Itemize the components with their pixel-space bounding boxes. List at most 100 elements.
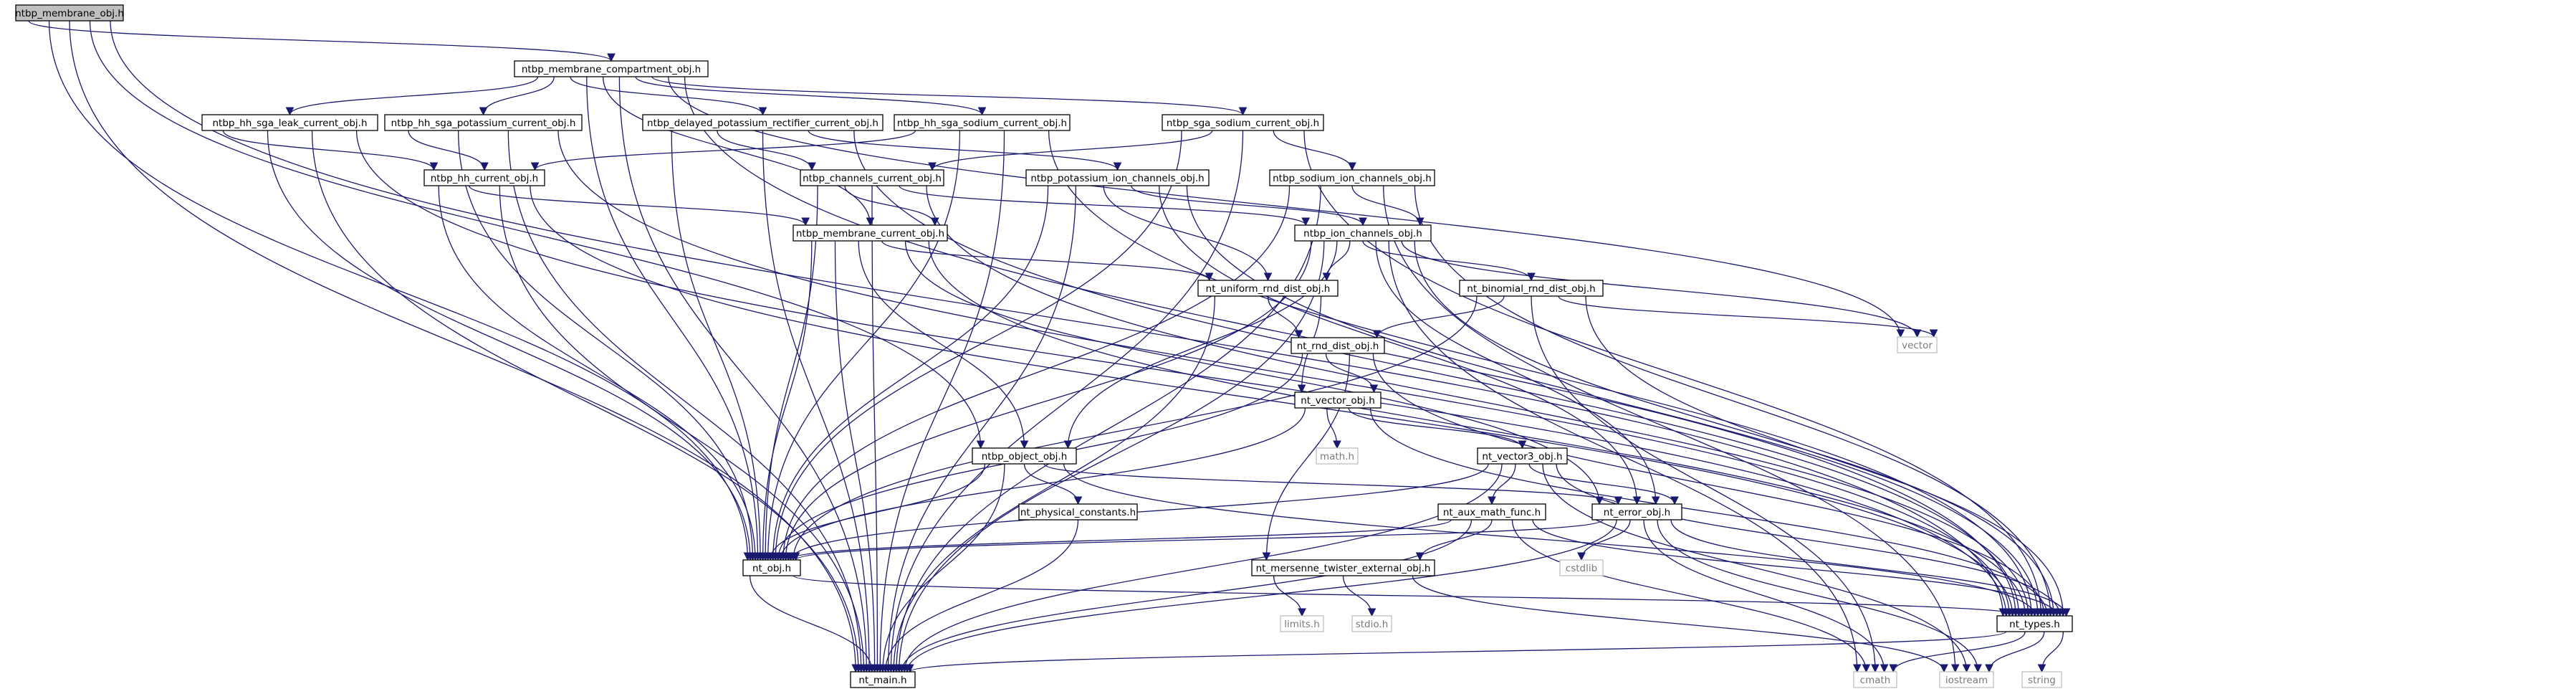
edge-ntbp-object-obj-to-nt-types	[1063, 463, 2039, 617]
edge-nt-obj-to-nt-types	[793, 575, 2026, 617]
node-label: nt_rnd_dist_obj.h	[1297, 341, 1379, 352]
edge-ntbp-membrane-compartment-obj-to-ntbp-delayed-potassium-rectifier-current-obj	[570, 76, 767, 116]
node-box	[2021, 671, 2062, 688]
node-nt-aux-math-func[interactable]: nt_aux_math_func.h	[1437, 503, 1546, 520]
edge-ntbp-potassium-ion-channels-obj-to-nt-types	[1186, 185, 2042, 617]
edge-nt-binomial-rnd-dist-obj-to-nt-obj	[789, 295, 1478, 561]
edge-ntbp-membrane-compartment-obj-to-ntbp-sga-sodium-current-obj	[651, 76, 1248, 116]
edge-ntbp-hh-sga-potassium-current-obj-to-nt-types	[557, 130, 2014, 617]
node-nt-mersenne-twister-external-obj[interactable]: nt_mersenne_twister_external_obj.h	[1251, 559, 1435, 576]
node-box	[15, 4, 124, 22]
node-label: nt_mersenne_twister_external_obj.h	[1256, 563, 1431, 574]
edge-nt-vector3-obj-to-nt-aux-math-func	[1488, 463, 1516, 505]
node-ntbp-potassium-ion-channels-obj[interactable]: ntbp_potassium_ion_channels_obj.h	[1025, 169, 1210, 186]
node-label: limits.h	[1284, 619, 1320, 630]
node-label: stdio.h	[1356, 619, 1389, 630]
node-ntbp-membrane-current-obj[interactable]: ntbp_membrane_current_obj.h	[793, 224, 948, 242]
node-label: ntbp_object_obj.h	[982, 451, 1068, 462]
node-ntbp-object-obj[interactable]: ntbp_object_obj.h	[972, 447, 1077, 465]
edge-ntbp-ion-channels-obj-to-nt-types	[1414, 240, 2058, 617]
edge-nt-error-obj-to-nt-main	[903, 519, 1617, 673]
node-box	[1459, 280, 1604, 297]
edge-nt-error-obj-to-cmath	[1643, 519, 1889, 673]
edge-ntbp-hh-sga-leak-current-obj-to-nt-obj	[267, 130, 755, 561]
node-ntbp-membrane-compartment-obj[interactable]: ntbp_membrane_compartment_obj.h	[514, 60, 709, 77]
edge-ntbp-object-obj-to-nt-physical-constants	[1023, 463, 1083, 505]
edge-ntbp-hh-sga-sodium-current-obj-to-nt-main	[876, 130, 1005, 673]
edge-ntbp-sga-sodium-current-obj-to-nt-main	[886, 130, 1244, 673]
edge-ntbp-hh-sga-sodium-current-obj-to-nt-types	[1048, 130, 2036, 617]
edge-ntbp-delayed-potassium-rectifier-current-obj-to-ntbp-channels-current-obj	[717, 130, 816, 171]
node-ntbp-membrane-obj[interactable]: ntbp_membrane_obj.h	[15, 4, 124, 22]
edge-ntbp-ion-channels-obj-to-cmath	[1388, 240, 1862, 673]
edge-ntbp-membrane-current-obj-to-nt-types	[928, 240, 2030, 617]
node-ntbp-hh-current-obj[interactable]: ntbp_hh_current_obj.h	[423, 169, 545, 186]
edge-nt-aux-math-func-to-cmath	[1511, 519, 1871, 673]
edge-ntbp-membrane-current-obj-to-nt-uniform-rnd-dist-obj	[881, 240, 1214, 282]
edge-nt-types-to-cmath	[1889, 631, 2026, 673]
node-nt-uniform-rnd-dist-obj[interactable]: nt_uniform_rnd_dist_obj.h	[1197, 280, 1339, 297]
edge-nt-mersenne-twister-external-obj-to-iostream	[1412, 575, 1948, 673]
edge-nt-vector3-obj-to-nt-obj	[786, 463, 1489, 561]
edge-ntbp-channels-current-obj-to-nt-obj	[761, 185, 818, 561]
edge-ntbp-sodium-ion-channels-obj-to-nt-main	[892, 185, 1321, 673]
node-ntbp-channels-current-obj[interactable]: ntbp_channels_current_obj.h	[800, 169, 944, 186]
node-box	[1437, 503, 1546, 520]
edge-ntbp-membrane-obj-to-nt-types	[110, 20, 2008, 617]
node-string: string	[2021, 671, 2062, 688]
node-label: nt_aux_math_func.h	[1443, 507, 1541, 518]
edge-ntbp-channels-current-obj-to-ntbp-membrane-current-obj	[844, 185, 939, 227]
edge-ntbp-hh-sga-leak-current-obj-to-ntbp-hh-current-obj	[222, 130, 439, 171]
node-label: iostream	[1945, 675, 1988, 686]
edge-ntbp-ion-channels-obj-to-nt-uniform-rnd-dist-obj	[1322, 240, 1351, 282]
edge-ntbp-channels-current-obj-to-ntbp-ion-channels-obj	[899, 185, 1310, 227]
node-label: math.h	[1320, 451, 1354, 462]
node-nt-vector-obj[interactable]: nt_vector_obj.h	[1294, 391, 1382, 409]
node-label: ntbp_hh_sga_leak_current_obj.h	[213, 118, 368, 129]
node-ntbp-sodium-ion-channels-obj[interactable]: ntbp_sodium_ion_channels_obj.h	[1269, 169, 1435, 186]
edge-nt-vector3-obj-to-iostream	[1542, 463, 1971, 673]
edge-nt-binomial-rnd-dist-obj-to-nt-rnd-dist-obj	[1372, 295, 1505, 339]
node-ntbp-ion-channels-obj[interactable]: ntbp_ion_channels_obj.h	[1294, 224, 1432, 242]
node-ntbp-hh-sga-leak-current-obj[interactable]: ntbp_hh_sga_leak_current_obj.h	[201, 114, 378, 131]
edge-nt-binomial-rnd-dist-obj-to-vector	[1558, 295, 1938, 338]
node-nt-physical-constants[interactable]: nt_physical_constants.h	[1018, 503, 1138, 520]
node-box	[1939, 671, 1994, 688]
edge-nt-uniform-rnd-dist-obj-to-nt-main	[889, 295, 1216, 673]
node-nt-binomial-rnd-dist-obj[interactable]: nt_binomial_rnd_dist_obj.h	[1459, 280, 1604, 297]
edge-ntbp-sga-sodium-current-obj-to-ntbp-sodium-ion-channels-obj	[1273, 130, 1356, 171]
edge-ntbp-membrane-compartment-obj-to-ntbp-hh-sga-potassium-current-obj	[479, 76, 555, 116]
node-box	[1251, 559, 1435, 576]
edge-nt-vector3-obj-to-nt-error-obj	[1528, 463, 1679, 505]
node-layer: ntbp_membrane_obj.h ntbp_membrane_compart…	[15, 4, 2073, 688]
node-nt-rnd-dist-obj[interactable]: nt_rnd_dist_obj.h	[1291, 337, 1385, 354]
node-ntbp-sga-sodium-current-obj[interactable]: ntbp_sga_sodium_current_obj.h	[1162, 114, 1324, 131]
node-ntbp-delayed-potassium-rectifier-current-obj[interactable]: ntbp_delayed_potassium_rectifier_current…	[642, 114, 884, 131]
edge-ntbp-ion-channels-obj-to-nt-obj	[781, 240, 1312, 561]
node-box	[1162, 114, 1324, 131]
edge-nt-aux-math-func-to-nt-main	[897, 519, 1473, 673]
node-box	[1269, 169, 1435, 186]
node-nt-obj[interactable]: nt_obj.h	[742, 559, 801, 576]
edge-ntbp-membrane-obj-to-nt-obj	[48, 20, 752, 561]
node-box	[1591, 503, 1682, 520]
edge-nt-physical-constants-to-nt-main	[881, 519, 1079, 673]
node-ntbp-hh-sga-potassium-current-obj[interactable]: ntbp_hh_sga_potassium_current_obj.h	[384, 114, 583, 131]
node-box	[1018, 503, 1138, 520]
edge-ntbp-membrane-current-obj-to-ntbp-object-obj	[858, 240, 1029, 450]
node-nt-main[interactable]: nt_main.h	[850, 671, 916, 688]
node-label: string	[2028, 675, 2056, 686]
node-box	[384, 114, 583, 131]
edge-ntbp-delayed-potassium-rectifier-current-obj-to-ntbp-potassium-ion-channels-obj	[808, 130, 1122, 171]
node-label: ntbp_sga_sodium_current_obj.h	[1167, 118, 1319, 129]
node-box	[800, 169, 944, 186]
edge-ntbp-membrane-current-obj-to-nt-obj	[758, 240, 813, 561]
node-ntbp-hh-sga-sodium-current-obj[interactable]: ntbp_hh_sga_sodium_current_obj.h	[894, 114, 1071, 131]
node-nt-types[interactable]: nt_types.h	[1996, 615, 2073, 632]
edge-ntbp-ion-channels-obj-to-nt-error-obj	[1375, 240, 1660, 505]
edge-ntbp-channels-current-obj-to-nt-main	[871, 185, 882, 673]
node-nt-vector3-obj[interactable]: nt_vector3_obj.h	[1477, 447, 1568, 465]
edge-ntbp-membrane-compartment-obj-to-nt-main	[618, 76, 871, 673]
node-label: ntbp_delayed_potassium_rectifier_current…	[647, 118, 878, 129]
node-nt-error-obj[interactable]: nt_error_obj.h	[1591, 503, 1682, 520]
